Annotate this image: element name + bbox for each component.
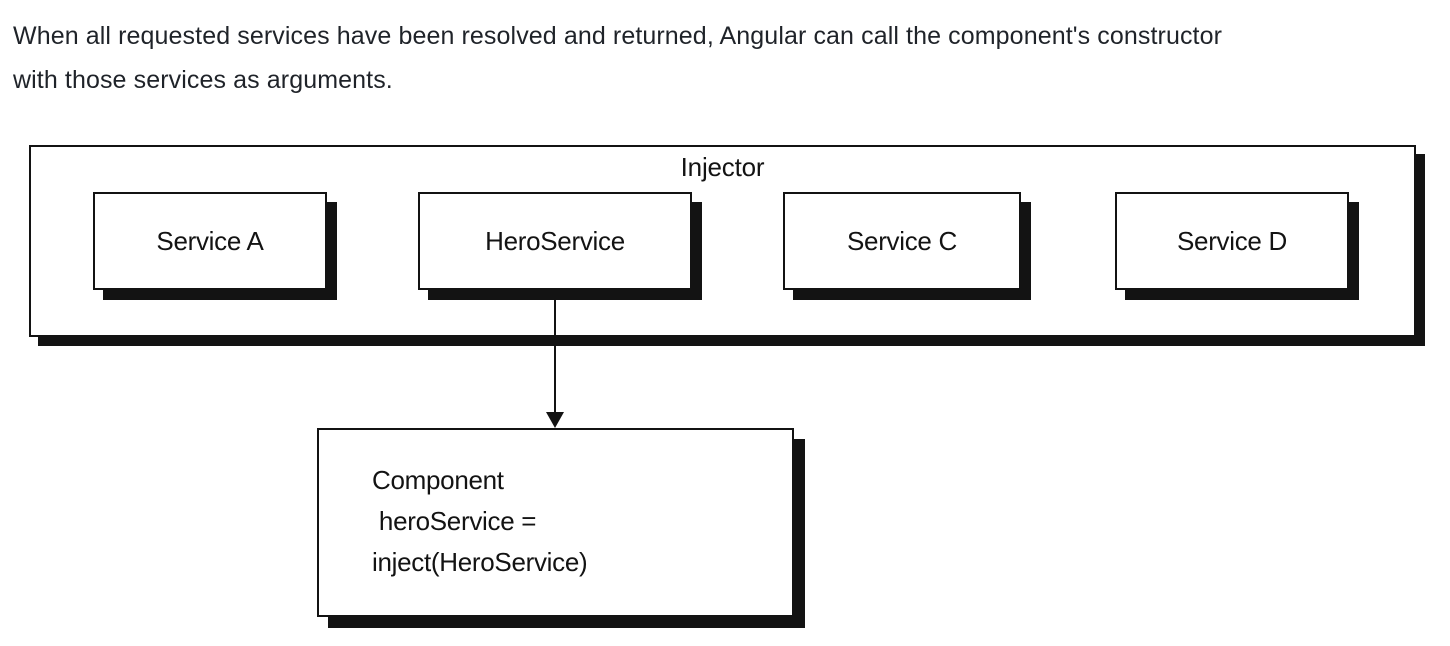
service-node-d: Service D [1115,192,1349,290]
component-title: Component [372,465,504,495]
component-text: Component heroService = inject(HeroServi… [372,460,588,583]
intro-paragraph-line-2: with those services as arguments. [13,66,393,94]
heroservice-to-component-arrow-line [554,292,556,414]
service-node-c: Service C [783,192,1021,290]
service-node-heroservice: HeroService [418,192,692,290]
intro-paragraph-line-1: When all requested services have been re… [13,22,1223,50]
service-node-d-label: Service D [1177,225,1287,256]
component-box: Component heroService = inject(HeroServi… [317,428,794,617]
service-node-a-label: Service A [156,225,264,256]
service-node-a: Service A [93,192,327,290]
component-code-line-2: inject(HeroService) [372,547,588,577]
intro-paragraph: When all requested services have been re… [13,14,1443,102]
service-node-heroservice-label: HeroService [485,225,625,256]
component-code-line-1: heroService = [372,506,537,536]
injector-label: Injector [680,152,765,182]
arrow-head-down-icon [546,412,564,428]
service-node-c-label: Service C [847,225,957,256]
